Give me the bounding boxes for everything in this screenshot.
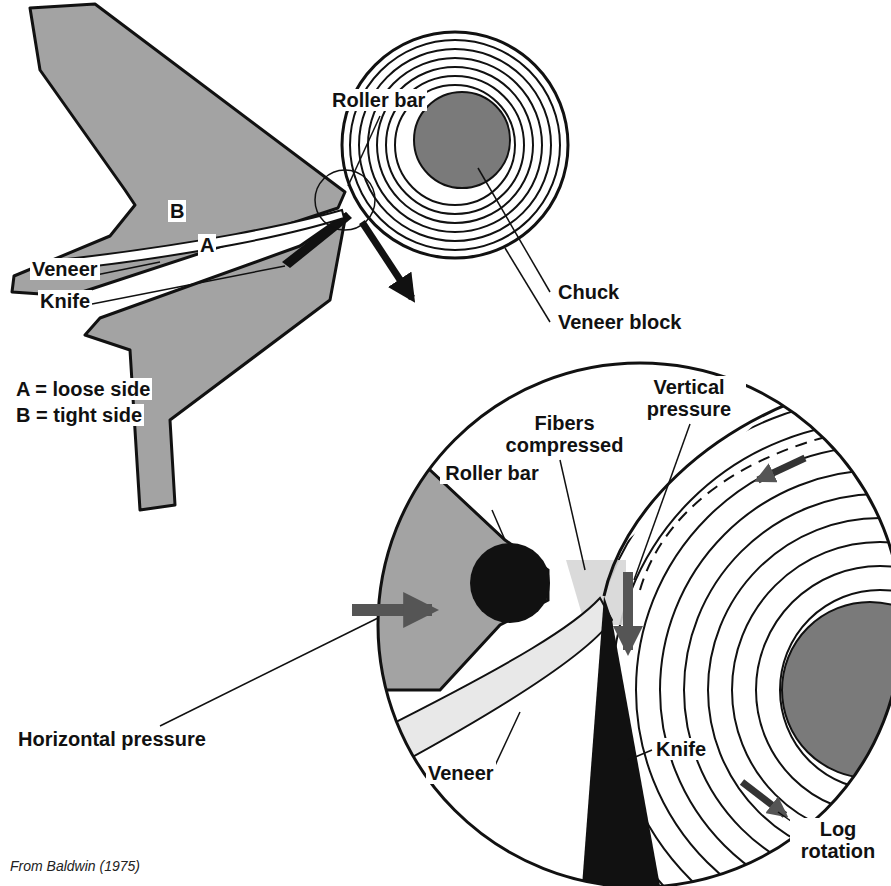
horizontal-pressure-arrow: [352, 604, 432, 616]
veneer-block: [342, 32, 568, 258]
part-label: Horizontal pressure: [16, 728, 208, 750]
roller-bar: [470, 543, 550, 623]
part-label: Fibers compressed: [500, 412, 629, 456]
part-label: Veneer block: [556, 311, 683, 333]
part-label: Knife: [654, 738, 708, 760]
part-label: Veneer: [426, 762, 496, 784]
zoom-arrow: [362, 222, 412, 298]
part-label: Roller bar: [330, 89, 427, 111]
detail-view: [370, 278, 891, 886]
part-label: B = tight side: [14, 404, 144, 426]
part-label: Roller bar: [440, 462, 544, 484]
chuck: [414, 92, 510, 188]
part-label: Veneer: [30, 258, 100, 280]
part-label: B: [168, 200, 186, 222]
rotation-arrow: [758, 458, 805, 480]
leader-lines: [92, 116, 798, 826]
part-label: A = loose side: [14, 378, 152, 400]
rotation-arrow: [742, 782, 785, 815]
part-label: Chuck: [556, 281, 621, 303]
part-label: A: [198, 234, 216, 256]
part-label: Vertical pressure: [632, 376, 746, 420]
part-label: Knife: [38, 290, 92, 312]
part-label: Log rotation: [790, 818, 886, 862]
source-caption: From Baldwin (1975): [8, 858, 142, 874]
detail-marker: [315, 170, 375, 230]
vertical-pressure-arrow: [623, 572, 633, 650]
knife: [582, 596, 660, 886]
